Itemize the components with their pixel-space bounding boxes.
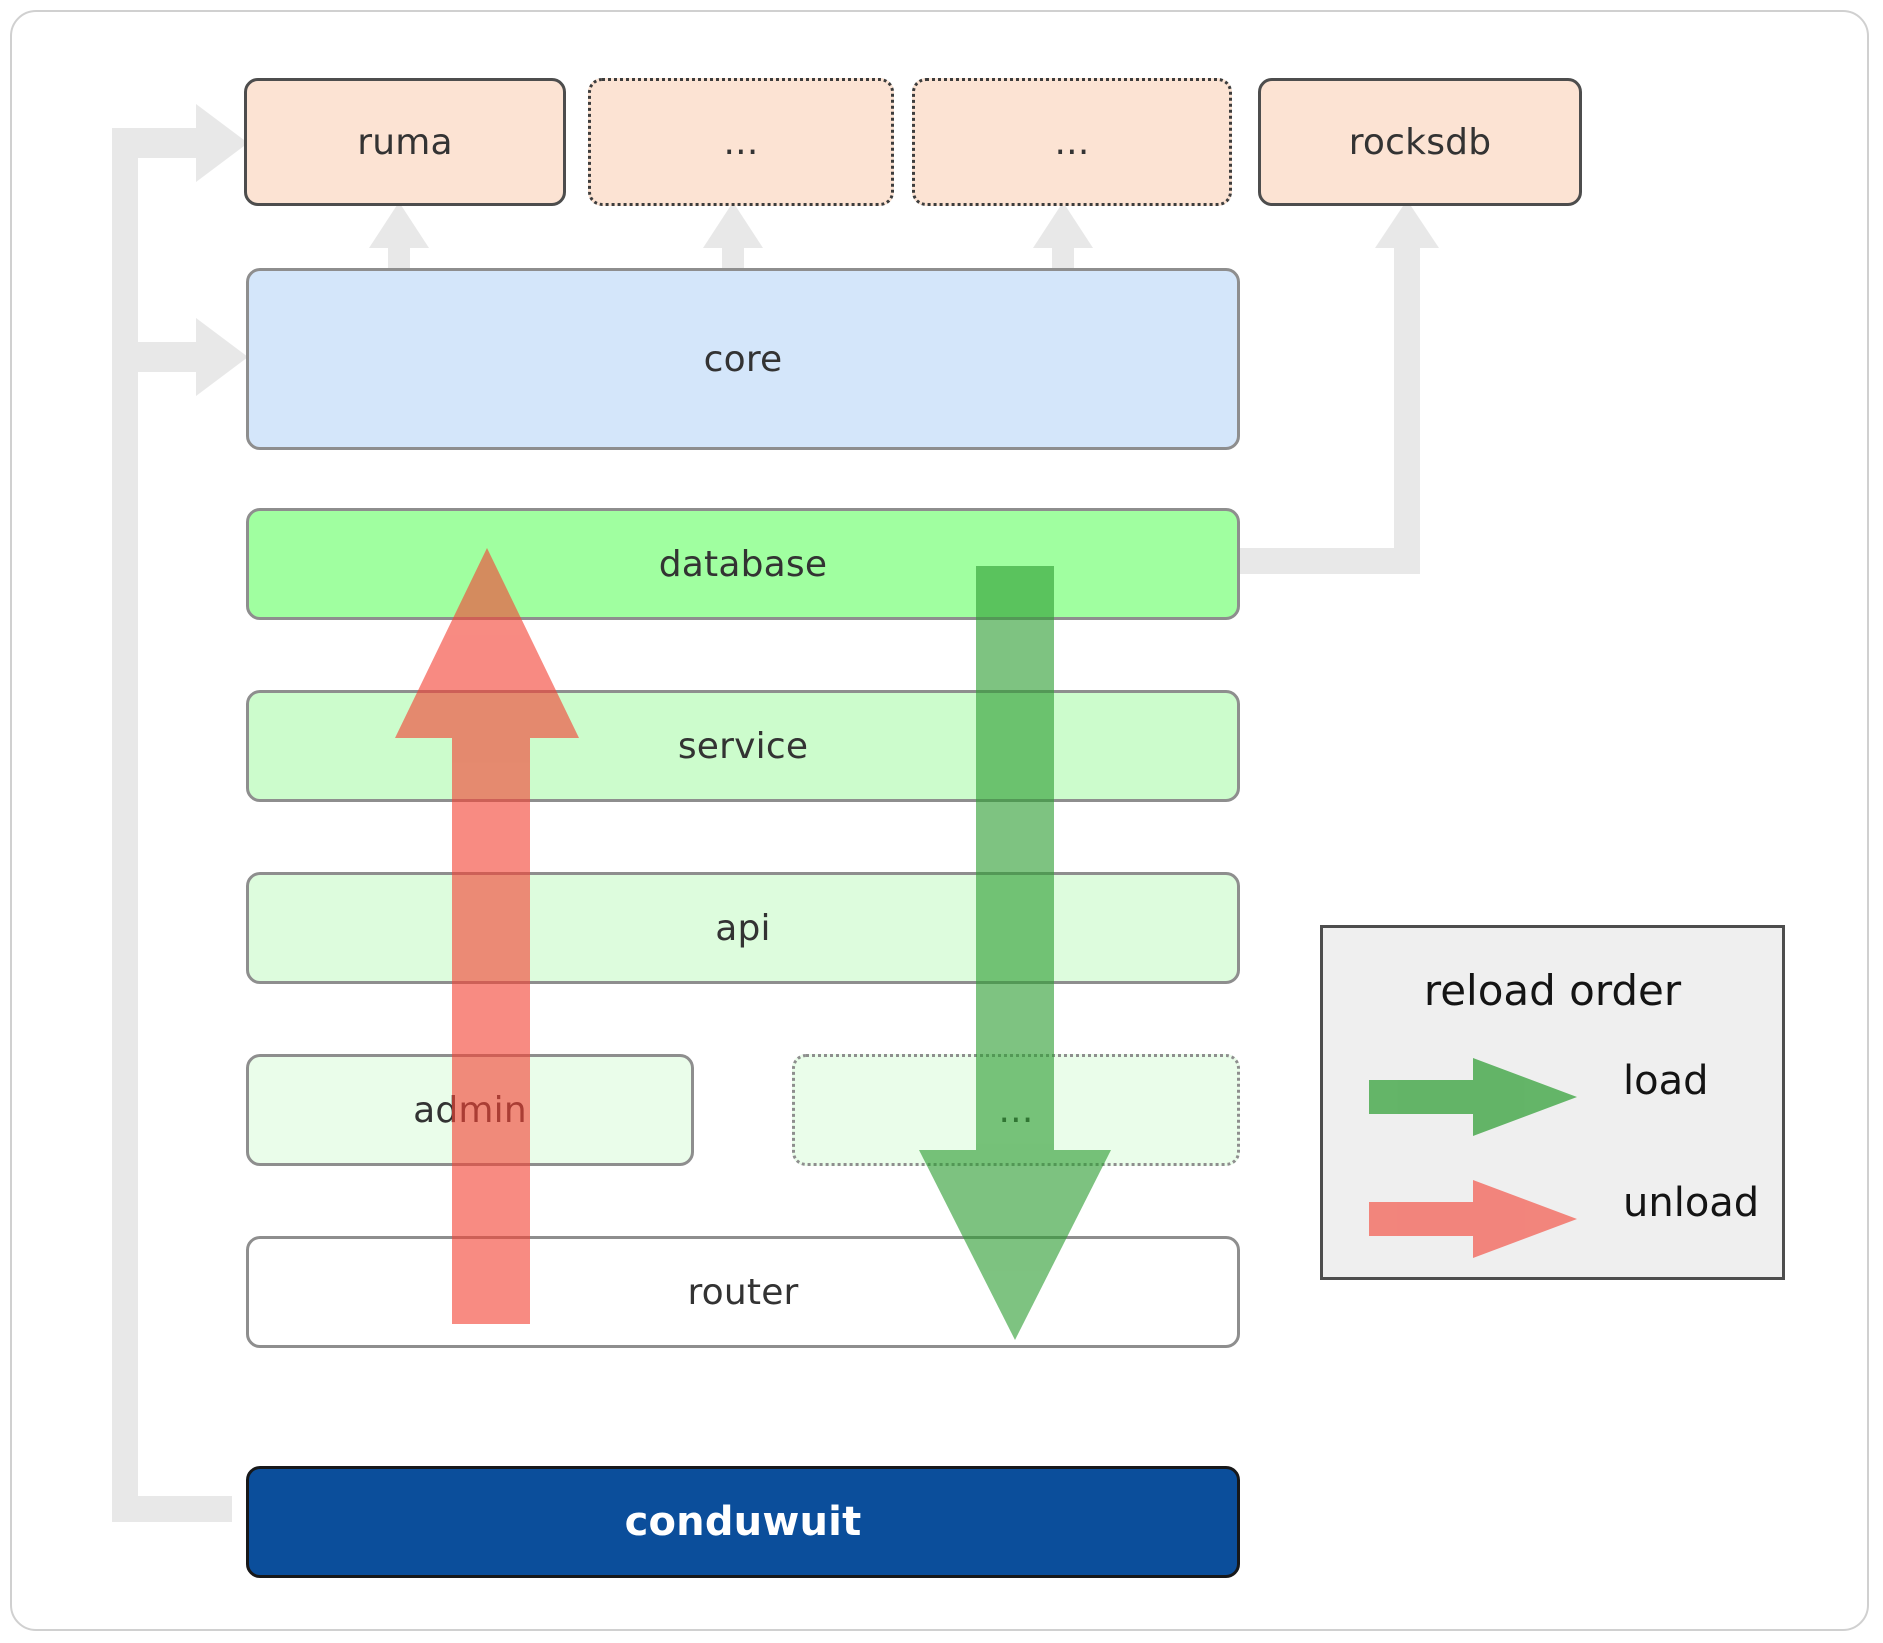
node-dots-1[interactable]: ... bbox=[588, 78, 894, 206]
node-api[interactable]: api bbox=[246, 872, 1240, 984]
node-rocksdb[interactable]: rocksdb bbox=[1258, 78, 1582, 206]
node-rocksdb-label: rocksdb bbox=[1348, 121, 1492, 163]
node-service[interactable]: service bbox=[246, 690, 1240, 802]
node-database-label: database bbox=[658, 543, 828, 585]
node-dots-3[interactable]: ... bbox=[792, 1054, 1240, 1166]
legend-row-unload: unload bbox=[1323, 1178, 1782, 1258]
node-dots-3-label: ... bbox=[998, 1089, 1034, 1131]
legend-unload-label: unload bbox=[1623, 1180, 1760, 1226]
node-ruma[interactable]: ruma bbox=[244, 78, 566, 206]
node-router[interactable]: router bbox=[246, 1236, 1240, 1348]
node-dots-2[interactable]: ... bbox=[912, 78, 1232, 206]
legend-unload-arrow-icon bbox=[1369, 1180, 1577, 1258]
node-admin-label: admin bbox=[413, 1089, 527, 1131]
legend-title: reload order bbox=[1423, 966, 1682, 1015]
node-dots-2-label: ... bbox=[1054, 121, 1090, 163]
node-conduwuit-label: conduwuit bbox=[624, 1499, 862, 1545]
node-router-label: router bbox=[687, 1271, 799, 1313]
node-ruma-label: ruma bbox=[357, 121, 453, 163]
node-admin[interactable]: admin bbox=[246, 1054, 694, 1166]
node-service-label: service bbox=[677, 725, 809, 767]
legend-load-arrow-icon bbox=[1369, 1058, 1577, 1136]
node-database[interactable]: database bbox=[246, 508, 1240, 620]
legend-box: reload order load unload bbox=[1320, 925, 1785, 1280]
node-conduwuit[interactable]: conduwuit bbox=[246, 1466, 1240, 1578]
node-dots-1-label: ... bbox=[723, 121, 759, 163]
node-core[interactable]: core bbox=[246, 268, 1240, 450]
legend-load-label: load bbox=[1623, 1058, 1709, 1104]
node-api-label: api bbox=[715, 907, 771, 949]
legend-row-load: load bbox=[1323, 1056, 1782, 1136]
node-core-label: core bbox=[703, 338, 783, 380]
diagram-frame bbox=[10, 10, 1869, 1631]
